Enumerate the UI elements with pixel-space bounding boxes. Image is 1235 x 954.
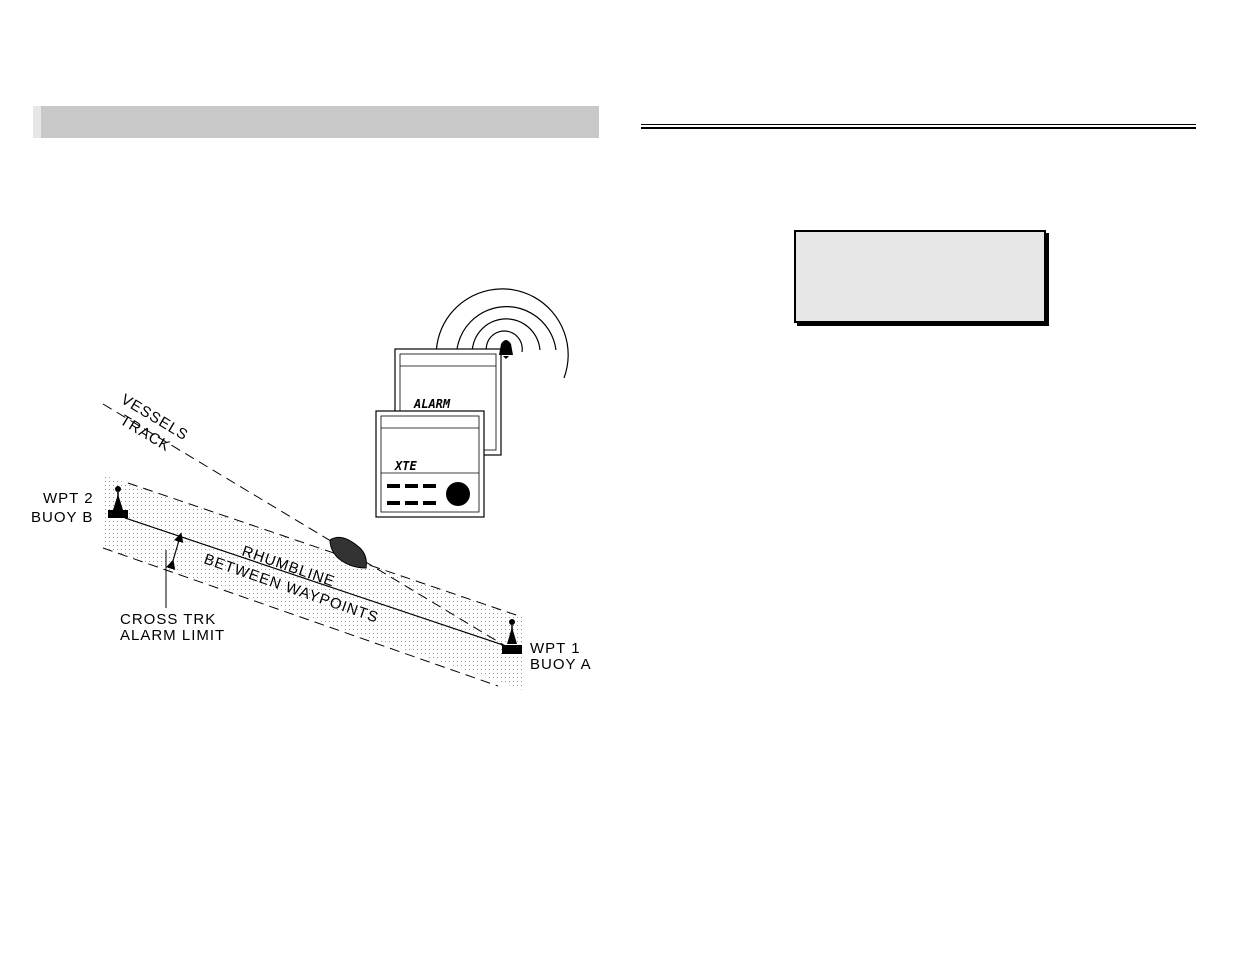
section-header-accent: [33, 106, 41, 138]
page-rule-bottom: [641, 127, 1196, 129]
buoy-b-icon: [108, 486, 128, 518]
display-xte-text: XTE: [394, 459, 417, 473]
page-rule-top: [641, 124, 1196, 125]
boat-icon: [329, 536, 367, 569]
corridor-upper-limit: [127, 482, 523, 618]
corridor-lower-limit: [102, 547, 499, 687]
note-box: [794, 230, 1046, 323]
instrument-front: [375, 410, 485, 518]
wpt1-label: WPT 1: [530, 640, 581, 657]
xte-limit-arrow: [166, 532, 184, 570]
buoy-a-icon: [502, 619, 522, 654]
instrument-knob: [446, 482, 470, 506]
alarm-limit-label: ALARM LIMIT: [120, 627, 225, 644]
buoy-b-label: BUOY B: [31, 509, 93, 526]
section-header-bar: [33, 106, 599, 138]
xte-corridor: [103, 475, 523, 690]
buoy-a-label: BUOY A: [530, 656, 592, 673]
rhumbline: [124, 517, 513, 649]
display-alarm-text: ALARM: [413, 397, 451, 411]
cross-trk-label: CROSS TRK: [120, 611, 216, 628]
wpt2-label: WPT 2: [43, 490, 94, 507]
bell-icon: [499, 340, 513, 359]
instrument-keypad: [387, 484, 436, 505]
